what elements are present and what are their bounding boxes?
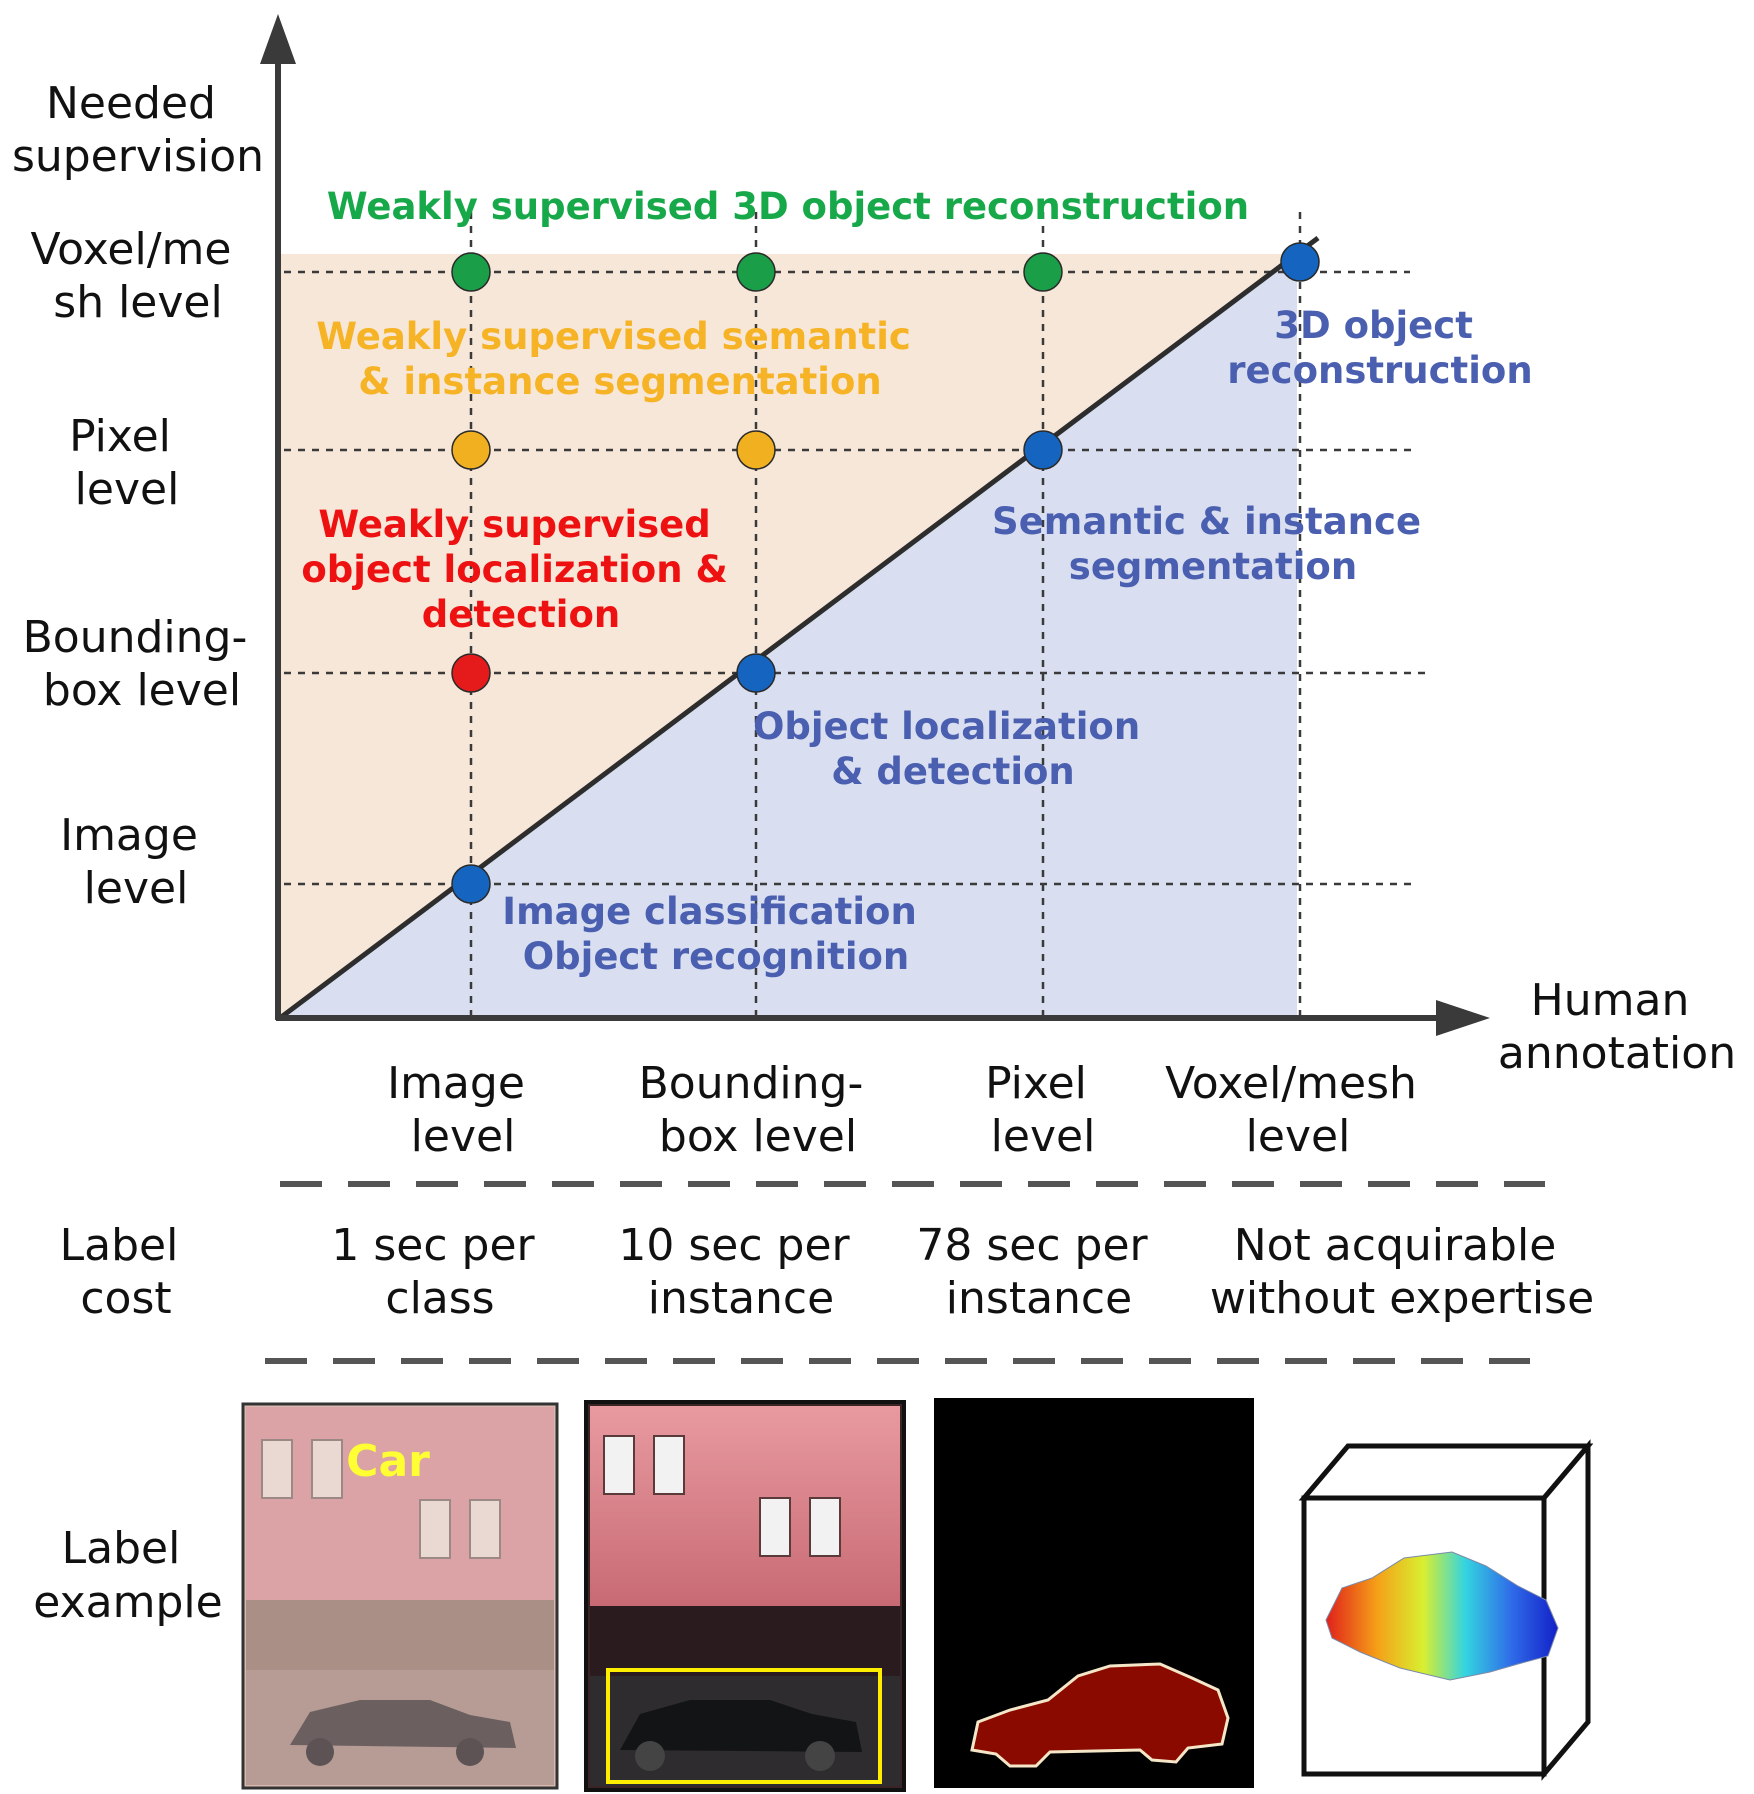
point-weak-3d-0 bbox=[451, 252, 491, 292]
label-weak-3d-reconstruction: Weakly supervised 3D object reconstructi… bbox=[327, 185, 1249, 228]
label-cost-image: 1 sec per class bbox=[331, 1220, 548, 1324]
example-image-level: Car bbox=[241, 1402, 559, 1790]
example-bounding-box bbox=[584, 1400, 906, 1792]
label-cost-bbox: 10 sec per instance bbox=[618, 1220, 863, 1324]
point-full-8 bbox=[1023, 430, 1063, 470]
point-full-6 bbox=[451, 864, 491, 904]
x-tick-bbox: Bounding- box level bbox=[639, 1058, 878, 1162]
point-weak-3d-2 bbox=[1023, 252, 1063, 292]
example-pixel-mask bbox=[934, 1398, 1254, 1788]
points-layer bbox=[451, 242, 1320, 904]
bounding-box-rect bbox=[606, 1668, 882, 1784]
y-axis-title: Needed supervision bbox=[12, 78, 264, 182]
label-cost-pixel: 78 sec per instance bbox=[916, 1220, 1161, 1324]
x-tick-pixel: Pixel level bbox=[985, 1058, 1101, 1162]
label-classification: Image classification Object recognition bbox=[502, 890, 929, 978]
point-weak-seg-4 bbox=[736, 430, 776, 470]
x-axis bbox=[276, 1000, 1490, 1036]
label-cost-voxel: Not acquirable without expertise bbox=[1210, 1220, 1594, 1324]
y-axis-arrow bbox=[260, 14, 296, 64]
label-weak-detection: Weakly supervised object localization & … bbox=[301, 503, 740, 636]
x-axis-title: Human annotation bbox=[1498, 975, 1736, 1079]
label-cost-header: Label cost bbox=[60, 1220, 193, 1324]
y-tick-voxel: Voxel/me sh level bbox=[31, 224, 246, 328]
y-tick-image: Image level bbox=[60, 810, 212, 914]
x-axis-arrow bbox=[1436, 1000, 1490, 1036]
point-weak-det-5 bbox=[451, 653, 491, 693]
point-full-7 bbox=[736, 653, 776, 693]
example-voxel-mesh bbox=[1298, 1439, 1594, 1781]
label-weak-segmentation: Weakly supervised semantic & instance se… bbox=[316, 315, 924, 403]
car-3d-mesh bbox=[1325, 1551, 1559, 1681]
y-tick-pixel: Pixel level bbox=[69, 411, 185, 515]
x-tick-image: Image level bbox=[387, 1058, 539, 1162]
label-detection: Object localization & detection bbox=[753, 705, 1153, 793]
label-example-header: Label example bbox=[33, 1523, 222, 1628]
label-segmentation: Semantic & instance segmentation bbox=[992, 500, 1434, 588]
image-tag-text: Car bbox=[346, 1436, 430, 1487]
point-weak-seg-3 bbox=[451, 430, 491, 470]
point-weak-3d-1 bbox=[736, 252, 776, 292]
x-tick-voxel: Voxel/mesh level bbox=[1165, 1058, 1431, 1162]
y-tick-bbox: Bounding- box level bbox=[23, 612, 262, 716]
point-full-9 bbox=[1280, 242, 1320, 282]
label-3d-reconstruction: 3D object reconstruction bbox=[1227, 304, 1532, 392]
car-mask bbox=[970, 1662, 1230, 1768]
y-axis bbox=[260, 14, 296, 1020]
